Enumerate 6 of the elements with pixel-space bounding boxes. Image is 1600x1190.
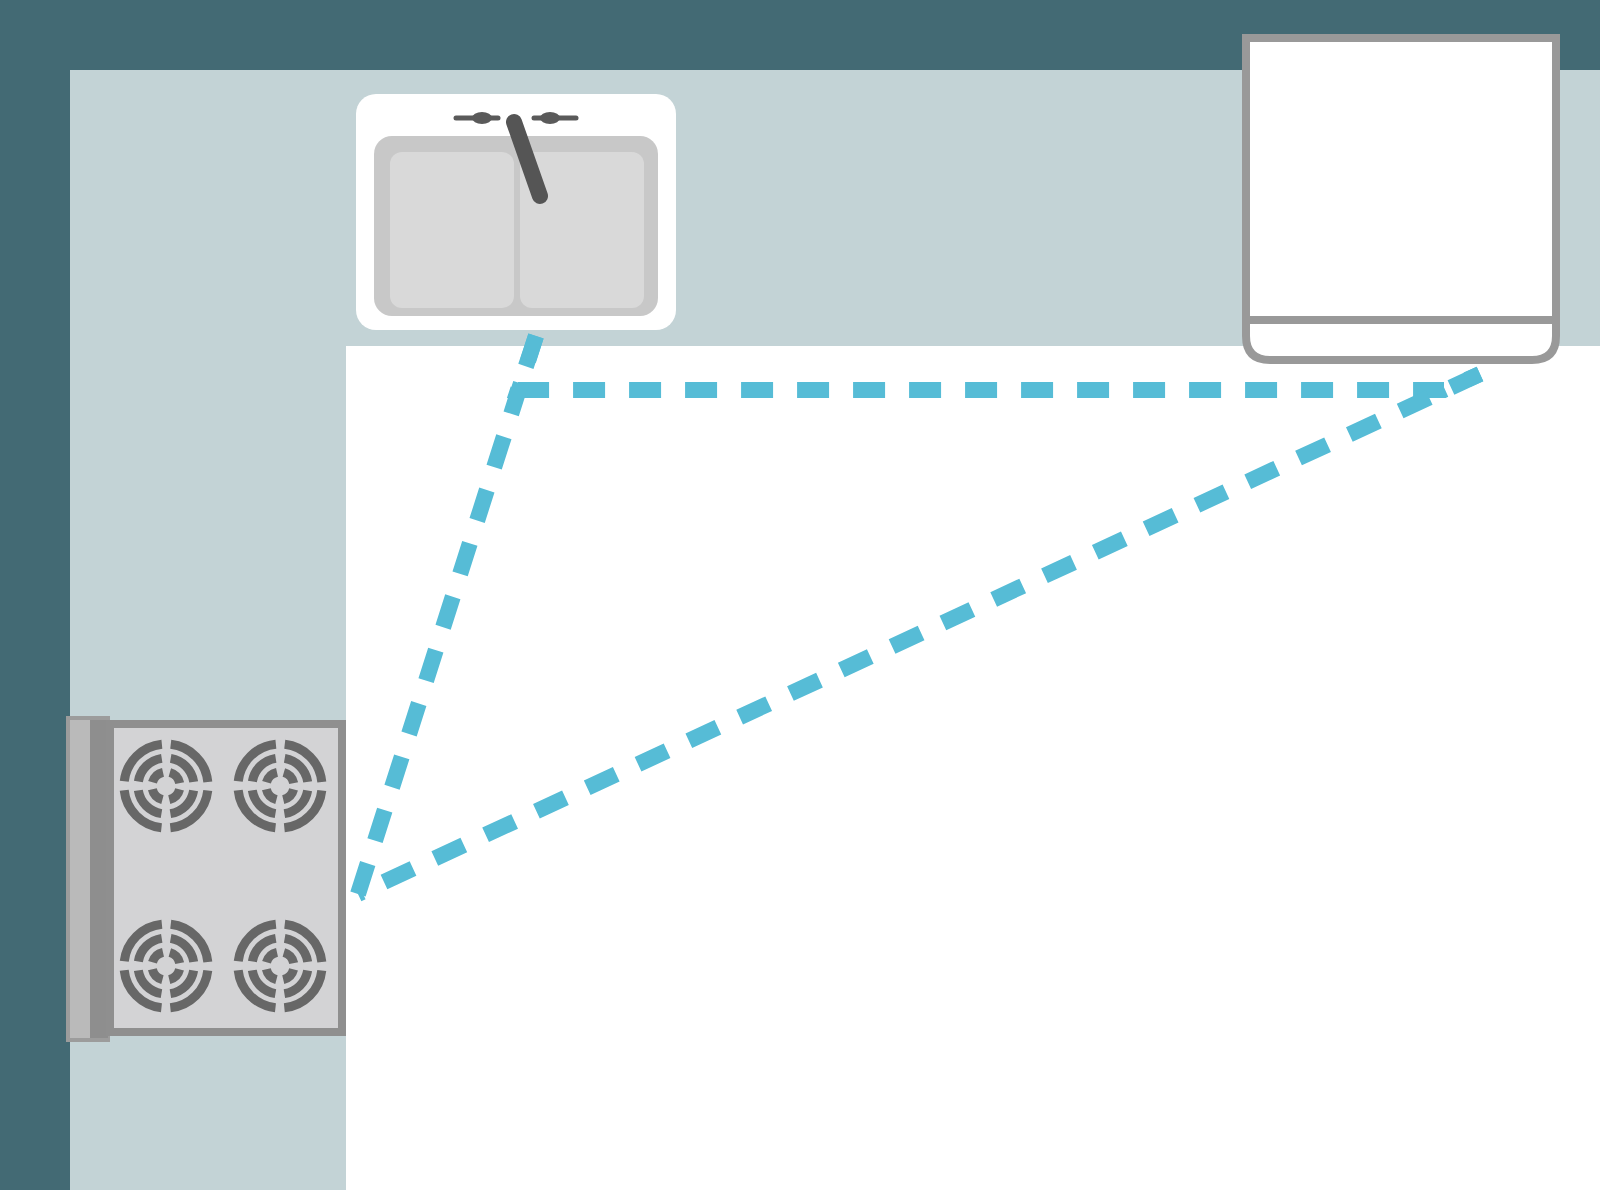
dashed-line (506, 333, 1484, 398)
dashed-line (350, 333, 544, 897)
kitchen-sink (356, 94, 676, 330)
refrigerator (1242, 34, 1560, 364)
stove (66, 716, 346, 1042)
dashed-line (354, 366, 1484, 902)
